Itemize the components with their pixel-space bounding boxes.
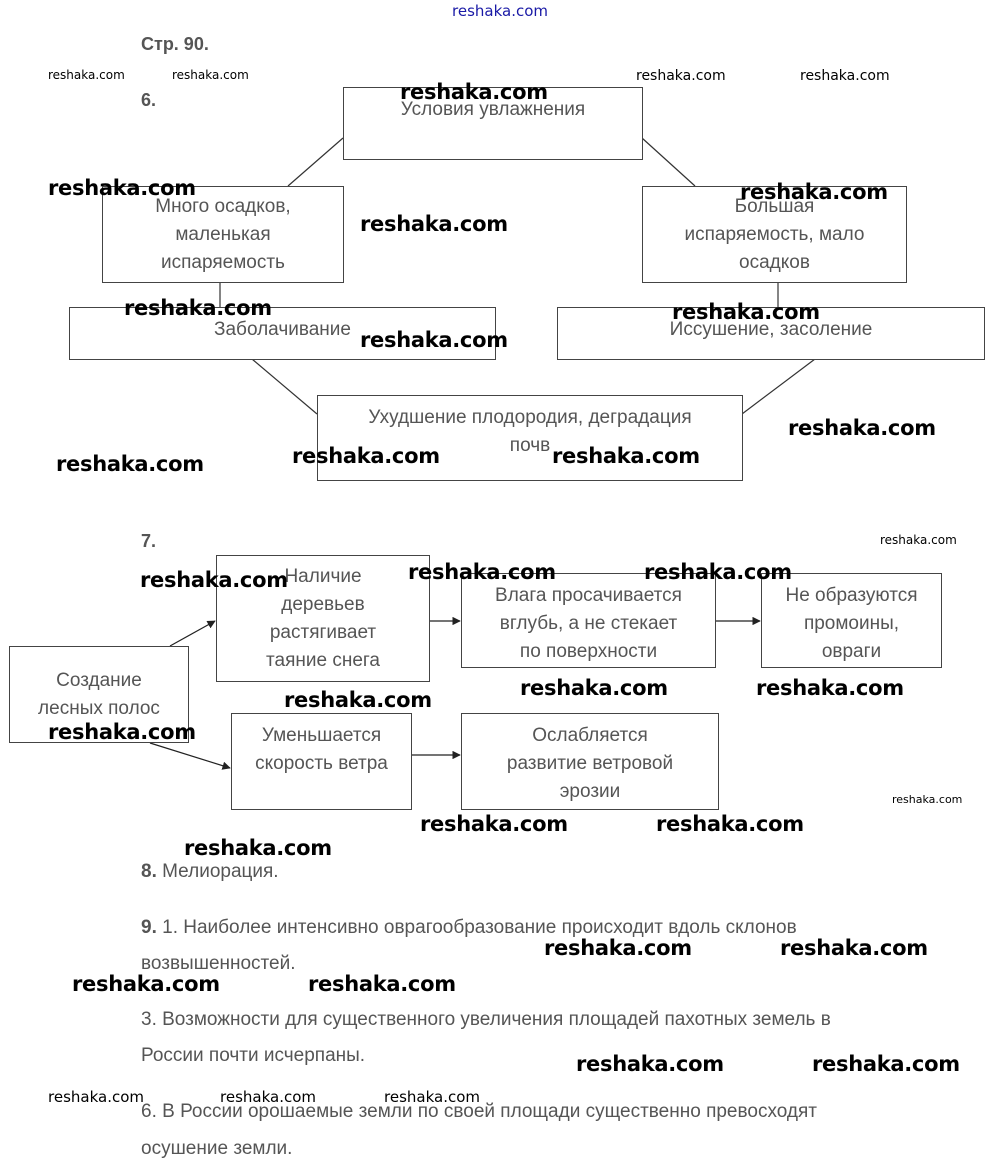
box-drying-salinization: Иссушение, засоление (557, 307, 985, 360)
line-right2-bottom (741, 358, 816, 415)
watermark: reshaka.com (48, 720, 196, 744)
task-6-number: 6. (141, 90, 157, 110)
watermark: reshaka.com (892, 793, 963, 806)
box-no-ravines: Не образуются промоины, овраги (761, 573, 942, 668)
watermark: reshaka.com (780, 936, 928, 960)
watermark: reshaka.com (576, 1052, 724, 1076)
watermark: reshaka.com (384, 1088, 480, 1106)
task-9-p6-line2: осушение земли. (141, 1138, 293, 1159)
watermark: reshaka.com (812, 1052, 960, 1076)
task-9-p6-line1: 6. В России орошаемые земли по своей пло… (141, 1101, 817, 1122)
task-9-p3-line2: России почти исчерпаны. (141, 1045, 366, 1066)
arrow-source-a1 (169, 620, 216, 647)
watermark: reshaka.com (48, 68, 125, 82)
watermark: reshaka.com (184, 836, 332, 860)
watermark: reshaka.com (56, 452, 204, 476)
watermark: reshaka.com (800, 68, 890, 84)
watermark: reshaka.com (756, 676, 904, 700)
watermark: reshaka.com (284, 688, 432, 712)
watermark: reshaka.com (48, 1088, 144, 1106)
arrow-source-b1 (149, 742, 231, 770)
watermark: reshaka.com (220, 1088, 316, 1106)
task-9-number: 9. (141, 917, 157, 938)
task-9-p1-line2: возвышенностей. (141, 953, 296, 974)
watermark: reshaka.com (360, 328, 508, 352)
watermark: reshaka.com (520, 676, 668, 700)
watermark: reshaka.com (292, 444, 440, 468)
box-high-evaporation: Большая испаряемость, мало осадков (642, 186, 907, 283)
watermark: reshaka.com (656, 812, 804, 836)
box-fertility-degradation: Ухудшение плодородия, деградация почв (317, 395, 743, 481)
box-moisture-conditions: Условия увлажнения (343, 87, 643, 160)
page-number: Стр. 90. (141, 34, 209, 54)
watermark: reshaka.com (788, 416, 936, 440)
task-8: 8. Мелиорация. (141, 854, 941, 890)
watermark: reshaka.com (740, 180, 888, 204)
box-wind-erosion: Ослабляется развитие ветровой эрозии (461, 713, 719, 810)
watermark: reshaka.com (880, 533, 957, 547)
watermark: reshaka.com (140, 568, 288, 592)
watermark: reshaka.com (124, 296, 272, 320)
line-root-left (287, 137, 344, 187)
line-root-right (641, 137, 696, 187)
watermark: reshaka.com (400, 80, 548, 104)
task-9-line-1: 9. 1. Наиболее интенсивно оврагообразова… (141, 910, 941, 946)
watermark: reshaka.com (544, 936, 692, 960)
watermark: reshaka.com (72, 972, 220, 996)
task-9-p1-line1: 1. Наиболее интенсивно оврагообразование… (156, 917, 797, 938)
watermark: reshaka.com (636, 68, 726, 84)
watermark: reshaka.com (172, 68, 249, 82)
watermark: reshaka.com (408, 560, 556, 584)
line-left2-bottom (251, 358, 318, 415)
site-link[interactable]: reshaka.com (452, 2, 548, 20)
box-much-precipitation: Много осадков, маленькая испаряемость (102, 186, 344, 283)
task-7-number: 7. (141, 531, 157, 551)
watermark: reshaka.com (360, 212, 508, 236)
watermark: reshaka.com (48, 176, 196, 200)
box-forest-belts: Создание лесных полос (9, 646, 189, 743)
watermark: reshaka.com (672, 300, 820, 324)
box-waterlogging: Заболачивание (69, 307, 496, 360)
box-moisture-seeps: Влага просачивается вглубь, а не стекает… (461, 573, 716, 668)
box-wind-speed: Уменьшается скорость ветра (231, 713, 412, 810)
watermark: reshaka.com (644, 560, 792, 584)
watermark: reshaka.com (308, 972, 456, 996)
task-8-number: 8. (141, 861, 157, 882)
watermark: reshaka.com (420, 812, 568, 836)
watermark: reshaka.com (552, 444, 700, 468)
task-8-text: Мелиорация. (156, 861, 279, 882)
box-trees-snow: Наличие деревьев растягивает таяние снег… (216, 555, 430, 682)
task-9-p3-line1: 3. Возможности для существенного увеличе… (141, 1009, 831, 1030)
